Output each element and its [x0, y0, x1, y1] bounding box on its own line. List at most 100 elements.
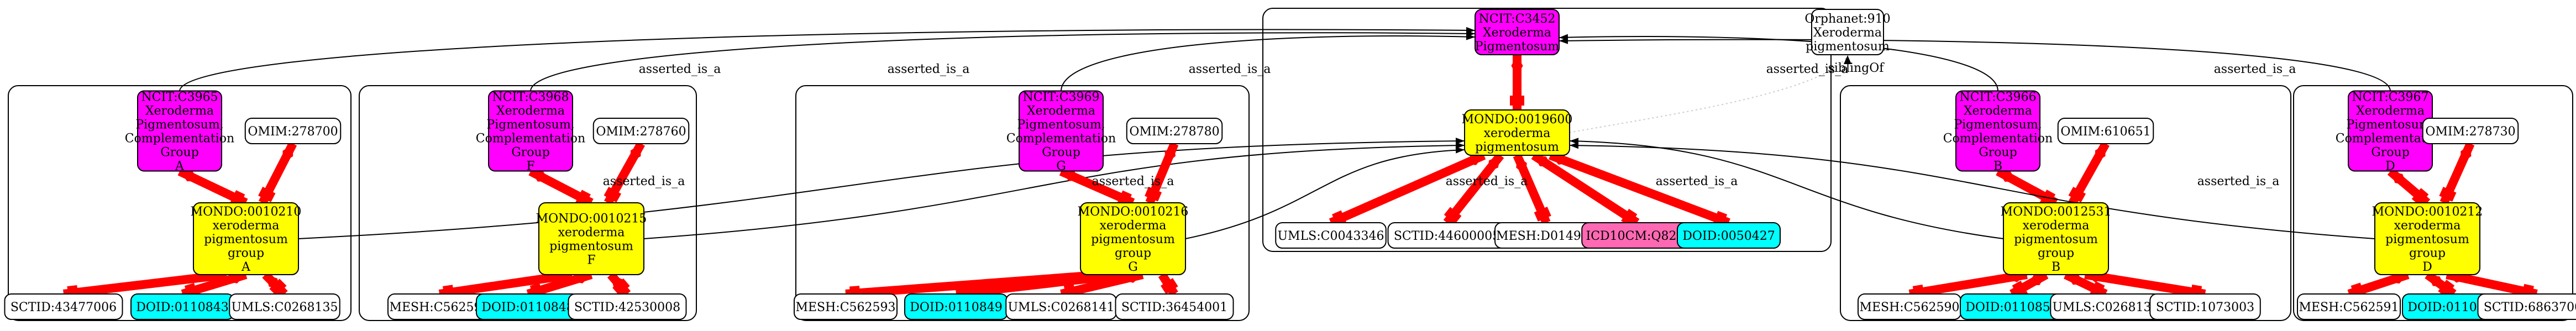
- node-mesh-c562590-text: MESH:C562590: [1859, 301, 1959, 314]
- node-icd10cm-q82-1-text: ICD10CM:Q82.1: [1586, 229, 1688, 243]
- node-sctid-68637004-box: [2477, 293, 2576, 320]
- node-ncit-group-f-text: F: [526, 160, 534, 174]
- node-sctid-1073003-text: SCTID:1073003: [2156, 301, 2254, 314]
- node-orphanet-910-text: pigmentosum: [1806, 40, 1890, 54]
- node-mondo-group-d-text: pigmentosum: [2385, 233, 2469, 246]
- node-mondo-xp-text: xeroderma: [1484, 127, 1551, 140]
- node-doid-0050427: DOID:0050427: [1677, 222, 1781, 249]
- node-ncit-group-b-text: Group: [1979, 146, 2017, 160]
- edge-sibling-of-arrow: [1844, 55, 1851, 64]
- node-ncit-xp-box: [1475, 9, 1560, 55]
- edge-asserted-mondo-g: [1185, 149, 1465, 239]
- edge-asserted-mondo-d-arrow: [1570, 142, 1579, 149]
- node-ncit-group-g-text: Pigmentosum,: [1017, 118, 1105, 132]
- edge-mondo-omim-a-tail: [258, 186, 276, 202]
- node-mondo-group-b-box: [2003, 202, 2109, 275]
- cluster-xp-parent: [1262, 8, 1832, 252]
- node-ncit-xp-text: Xeroderma: [1483, 26, 1551, 40]
- node-ncit-group-b-text: NCIT:C3966: [1960, 91, 2037, 104]
- node-umls-c0043346: UMLS:C0043346: [1275, 222, 1387, 249]
- node-ncit-group-b-text: Xeroderma: [1964, 104, 2032, 118]
- node-ncit-group-a: NCIT:C3965XerodermaPigmentosum,Complemen…: [125, 90, 234, 174]
- node-doid-0110848-text: DOID:0110848: [481, 301, 574, 314]
- node-ncit-group-g-text: Complementation: [1006, 132, 1116, 146]
- cluster-group-a: [8, 85, 351, 321]
- edge-sctid-43477006-mondo-a: [63, 270, 227, 298]
- node-sctid-68637004: SCTID:68637004: [2477, 293, 2576, 320]
- edge-mondo-omim-a-head: [282, 144, 293, 163]
- edge-sctid-44600005-mondo-tail: [1444, 207, 1462, 224]
- node-mondo-group-a-text: xeroderma: [213, 219, 280, 233]
- node-mondo-group-a-text: A: [241, 260, 251, 274]
- node-ncit-group-f-text: Group: [511, 146, 550, 160]
- node-mondo-group-g-text: xeroderma: [1100, 219, 1167, 233]
- node-sctid-36454001-box: [1115, 293, 1234, 320]
- node-mondo-group-b-text: MONDO:0012531: [2001, 205, 2112, 219]
- edge-mesh-d014983-mondo-tail: [1534, 206, 1551, 222]
- node-mondo-xp-text: pigmentosum: [1475, 140, 1559, 154]
- node-mondo-group-d-text: D: [2422, 260, 2432, 274]
- node-icd10cm-q82-1: ICD10CM:Q82.1: [1581, 222, 1693, 249]
- node-orphanet-910-text: Orphanet:910: [1804, 12, 1890, 26]
- node-mondo-group-f-box: [538, 202, 644, 275]
- node-mesh-c562592-text: MESH:C562592: [389, 301, 489, 314]
- node-mondo-group-g-text: pigmentosum: [1091, 233, 1175, 246]
- node-umls-c0268135-text: UMLS:C0268135: [232, 301, 338, 314]
- node-ncit-group-a-text: Pigmentosum,: [135, 118, 223, 132]
- label-asserted-is-a-mondo-g: asserted_is_a: [1092, 175, 1174, 188]
- node-mondo-group-a-text: pigmentosum: [204, 233, 288, 246]
- node-ncit-group-a-text: A: [175, 160, 185, 174]
- label-asserted-is-a-ncit-a: asserted_is_a: [639, 62, 721, 76]
- node-omim-278730-text: OMIM:278730: [2425, 125, 2515, 139]
- cluster-group-b: [1840, 85, 2291, 321]
- node-ncit-group-b-box: [1955, 90, 2040, 172]
- node-ncit-group-g-text: NCIT:C3969: [1023, 91, 1100, 104]
- cluster-group-d: [2293, 85, 2573, 321]
- edge-asserted-mondo-d: [1569, 145, 2375, 239]
- edge-mondo-omim-d-tail: [2439, 186, 2457, 202]
- node-mesh-c562591-text: MESH:C562591: [2299, 301, 2399, 314]
- node-ncit-group-b-text: B: [1993, 160, 2002, 174]
- node-omim-278730: OMIM:278730: [2422, 118, 2519, 144]
- node-mesh-c562592: MESH:C562592: [387, 293, 491, 320]
- edge-mondo-omim-d-head: [2460, 144, 2472, 164]
- node-mesh-c562593: MESH:C562593: [794, 293, 898, 320]
- node-umls-c0268135: UMLS:C0268135: [229, 293, 340, 320]
- node-sctid-1073003-box: [2149, 293, 2261, 320]
- node-orphanet-910-box: [1811, 9, 1884, 55]
- edge-umls-c0043346-mondo-head: [1464, 154, 1484, 165]
- node-mesh-c562593-text: MESH:C562593: [795, 301, 895, 314]
- node-mesh-d014983-text: MESH:D014983: [1496, 229, 1597, 243]
- label-asserted-is-a-mondo-xp: asserted_is_a: [1446, 175, 1528, 188]
- edge-mondo-ncit-b-head: [1998, 171, 2017, 182]
- node-sctid-43477006: SCTID:43477006: [4, 293, 123, 320]
- node-sctid-44600005-text: SCTID:44600005: [1394, 229, 1500, 243]
- edge-mondo-ncit-f-head: [531, 171, 550, 182]
- node-omim-278780: OMIM:278780: [1126, 118, 1223, 144]
- node-ncit-group-g-text: Xeroderma: [1027, 104, 1095, 118]
- node-mesh-d014983: MESH:D014983: [1494, 222, 1598, 249]
- node-mondo-group-f-text: xeroderma: [558, 226, 625, 240]
- node-omim-278700-text: OMIM:278700: [248, 125, 338, 139]
- edge-asserted-ncit-g-arrow: [1466, 33, 1475, 40]
- node-omim-278760-box: [592, 118, 690, 144]
- node-ncit-xp-text: Pigmentosum: [1475, 40, 1560, 54]
- label-asserted-is-a-ncit-d: asserted_is_a: [2214, 62, 2296, 76]
- node-ncit-group-f-text: Complementation: [476, 132, 585, 146]
- node-mondo-group-d-text: xeroderma: [2394, 219, 2461, 233]
- node-mondo-group-d-text: MONDO:0010212: [2372, 205, 2483, 219]
- node-mondo-group-b-text: B: [2052, 260, 2060, 274]
- label-asserted-is-a-ncit-g: asserted_is_a: [1189, 62, 1271, 76]
- node-ncit-group-g-text: Group: [1042, 146, 1080, 160]
- edge-asserted-ncit-d-arrow: [1559, 37, 1568, 44]
- node-ncit-group-a-text: Xeroderma: [145, 104, 214, 118]
- node-mondo-group-d-box: [2374, 202, 2480, 275]
- edge-sctid-42530008-mondo-f-tail: [612, 278, 630, 296]
- node-mesh-c562591: MESH:C562591: [2297, 293, 2401, 320]
- node-mondo-group-a-box: [193, 202, 299, 275]
- edge-mondo-omim-f-tail: [604, 186, 622, 203]
- node-ncit-group-a-text: Complementation: [125, 132, 234, 146]
- node-ncit-group-f-text: Xeroderma: [496, 104, 565, 118]
- node-sctid-44600005: SCTID:44600005: [1387, 222, 1507, 249]
